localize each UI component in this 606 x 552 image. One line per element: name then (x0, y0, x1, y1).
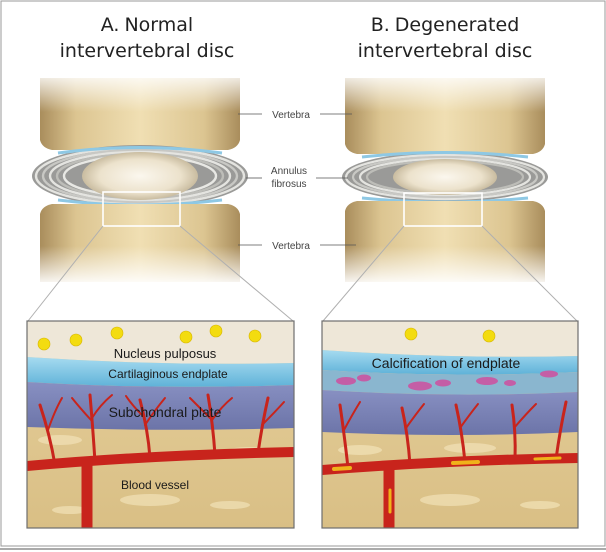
blood-vessels-a (27, 393, 294, 528)
subchondral-layer-a (27, 382, 294, 430)
zoom-panel-a (27, 321, 294, 528)
zoom-frame-a (26, 320, 295, 529)
subchondral-layer-b (322, 390, 578, 435)
vertebra-bottom-label: Vertebra (272, 241, 310, 252)
panel-b-spine (342, 70, 549, 286)
subchondral-plate-label: Subchondral plate (109, 404, 222, 420)
yellow-dots-a (37, 324, 262, 351)
zoom-frame-b (321, 320, 579, 529)
annulus-label-line1: Annulus (271, 166, 307, 177)
upper-endplate-a (57, 146, 223, 155)
nucleus-a (82, 152, 198, 200)
panel-a-spine (32, 70, 248, 286)
zoom-box-b (403, 192, 483, 227)
blood-vessel-label: Blood vessel (121, 478, 189, 492)
panel-a-subtitle: intervertebral disc (60, 40, 235, 62)
bone-texture-b (338, 443, 560, 509)
label-pointers (238, 113, 356, 246)
yellow-dots-b (404, 327, 496, 343)
blood-vessels-b (322, 400, 578, 528)
nucleus-pulposus-label: Nucleus pulposus (114, 346, 217, 361)
zoom-box-a (102, 191, 181, 227)
panel-b-title: B.Degenerated (371, 14, 520, 36)
upper-endplate-b (361, 151, 529, 159)
cartilage-layer-a (27, 357, 294, 387)
calcification-blobs (336, 370, 558, 391)
cartilage-layer-b (322, 350, 578, 375)
calcification-label: Calcification of endplate (372, 355, 521, 371)
zoom-connectors (27, 225, 578, 322)
cartilaginous-endplate-label: Cartilaginous endplate (108, 367, 228, 381)
panel-a-title: A.Normal (101, 14, 193, 36)
nucleus-b (393, 159, 497, 195)
nucleus-layer-b (322, 321, 578, 357)
zoom-panel-b (322, 321, 578, 528)
panel-b-subtitle: intervertebral disc (358, 40, 533, 62)
annulus-label-line2: fibrosus (271, 179, 306, 190)
nucleus-layer-a (27, 321, 294, 364)
vertebra-top-label: Vertebra (272, 110, 310, 121)
